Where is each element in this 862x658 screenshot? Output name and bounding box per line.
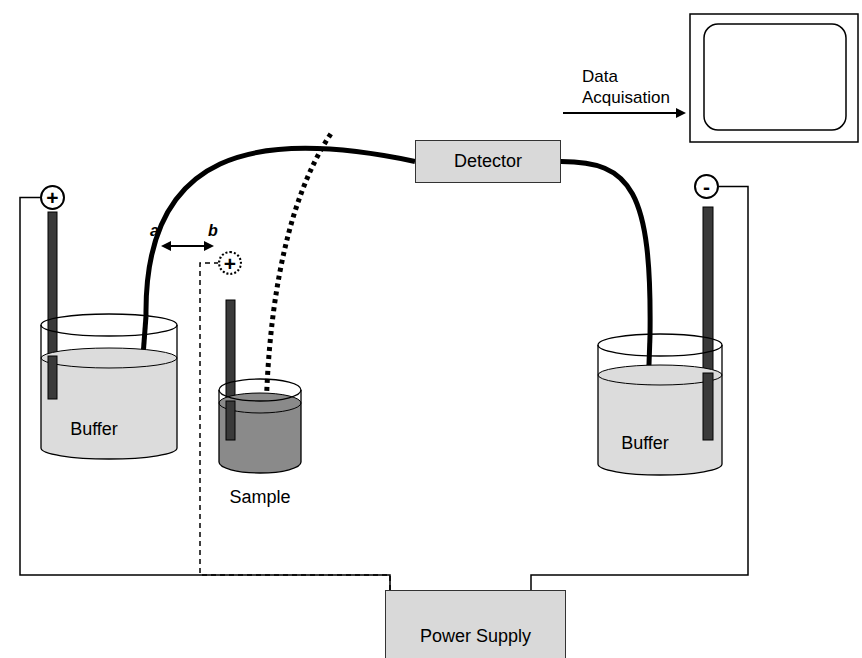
electrode — [48, 356, 57, 399]
beaker-outline — [597, 333, 723, 476]
wire — [200, 263, 390, 590]
wire — [531, 187, 748, 591]
power-supply-box: Power Supply — [385, 590, 566, 658]
liquid — [41, 358, 177, 459]
capillary — [146, 148, 415, 316]
node-text: + — [224, 253, 236, 274]
buffer-beaker: Buffer — [597, 333, 723, 476]
electrode — [48, 212, 57, 399]
terminal-plus: + — [218, 251, 242, 275]
electrode — [703, 207, 713, 440]
electrode — [226, 300, 235, 440]
beaker-wall — [598, 345, 722, 475]
monitor — [690, 14, 858, 142]
beaker-wall — [219, 390, 301, 473]
position-label: a — [150, 221, 159, 241]
node-text: + — [46, 187, 58, 208]
terminal-minus: - — [694, 174, 719, 199]
electrode — [226, 401, 235, 440]
buffer-beaker: Buffer — [40, 313, 178, 460]
monitor-screen — [704, 24, 846, 130]
node-text: Buffer — [70, 419, 118, 440]
node-text: - — [703, 176, 710, 197]
liquid-surface — [41, 348, 177, 368]
node-text: Detector — [454, 151, 522, 172]
position-label: b — [208, 221, 218, 241]
beaker-wall — [41, 325, 177, 459]
beaker-rim — [41, 314, 177, 336]
node-text: Buffer — [621, 433, 669, 454]
data-label: Data Acquisation — [582, 66, 688, 109]
sample-beaker: Sample — [218, 378, 302, 510]
capillary — [561, 162, 650, 337]
beaker-rim — [598, 334, 722, 356]
data-arrow — [563, 112, 684, 114]
beaker-rim — [219, 379, 301, 401]
detector-box: Detector — [415, 140, 561, 183]
node-text: Power Supply — [420, 626, 531, 647]
node-text: Sample — [229, 487, 290, 508]
wire — [20, 198, 390, 591]
electrode — [703, 373, 713, 440]
position-arrow — [163, 245, 212, 247]
beaker-outline — [218, 378, 302, 474]
terminal-plus: + — [40, 185, 65, 210]
